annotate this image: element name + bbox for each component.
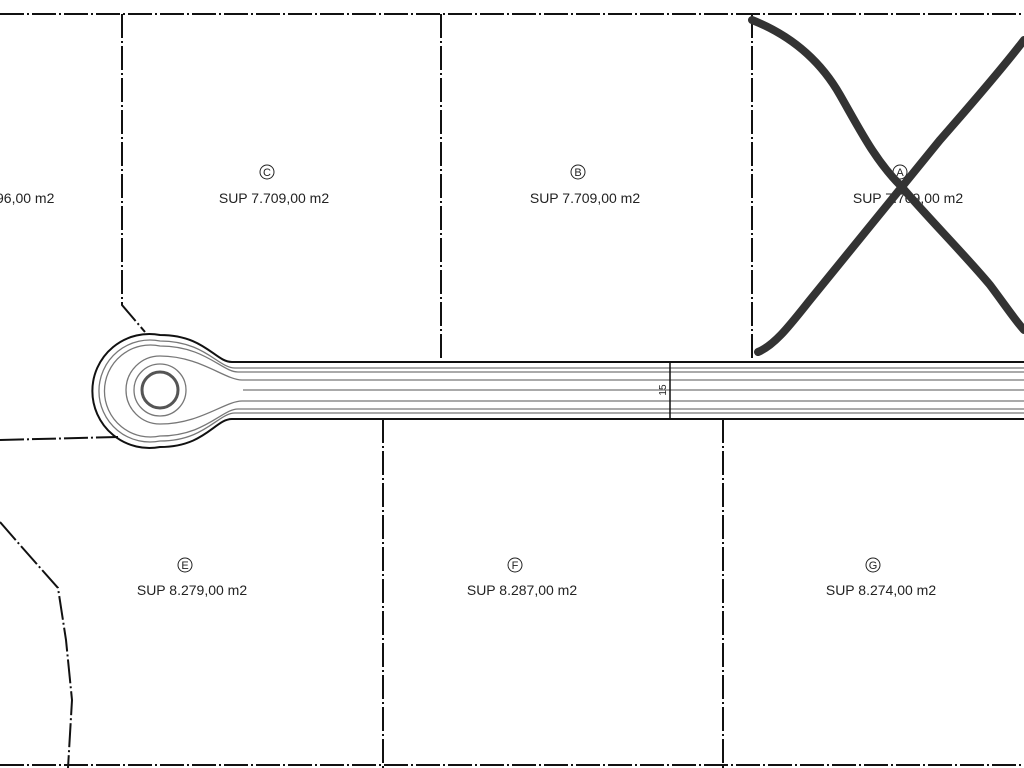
lot-f-marker [507, 557, 523, 573]
lot-g-id: G [869, 560, 878, 572]
road-width-label: 15 [658, 384, 669, 396]
lot-boundaries [0, 13, 1024, 768]
boundary-e-left [0, 521, 74, 768]
lot-e-area: SUP 8.279,00 m2 [137, 582, 247, 598]
road: 15 [91, 333, 1024, 449]
lot-b-marker [570, 164, 586, 180]
lot-a-id: A [896, 167, 904, 179]
cross-out-mark [748, 16, 1024, 356]
lot-g-area: SUP 8.274,00 m2 [826, 582, 936, 598]
lot-c-area: SUP 7.709,00 m2 [219, 190, 329, 206]
lot-e-id: E [181, 560, 188, 572]
lot-b-area: SUP 7.709,00 m2 [530, 190, 640, 206]
lot-e-marker [177, 557, 193, 573]
lot-g-marker [865, 557, 881, 573]
lot-f-id: F [512, 560, 519, 572]
lot-f-area: SUP 8.287,00 m2 [467, 582, 577, 598]
boundary-c-left [121, 14, 146, 333]
lot-labels: 96,00 m2 C SUP 7.709,00 m2 B SUP 7.709,0… [0, 164, 963, 598]
partial-lot-area: 96,00 m2 [0, 190, 55, 206]
lot-c-id: C [263, 167, 271, 179]
lot-c-marker [259, 164, 275, 180]
lot-b-id: B [574, 167, 581, 179]
boundary-left-e [0, 436, 119, 441]
